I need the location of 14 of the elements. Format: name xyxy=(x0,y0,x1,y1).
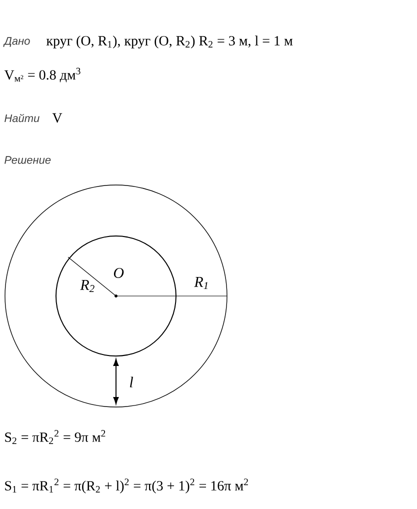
point-label: O xyxy=(114,268,124,278)
formula-text: S$_{2}$ = πR$_{2}$$^{2}$ = 9π м$^{2}$ xyxy=(5,430,106,444)
given-text: круг (O, R$_{1}$), круг (O, R$_{2}$) R$_{2}$ = 3 м, l = 1 м xyxy=(46,36,293,48)
circle xyxy=(56,236,176,356)
heading-text: Найти xyxy=(4,114,40,122)
length-label: l xyxy=(130,376,134,388)
radius-label: R$_{2}$ xyxy=(80,280,94,292)
heading-text: Решение xyxy=(4,156,51,164)
unknown-text: V xyxy=(52,113,62,123)
formula-text: S$_{1}$ = πR$_{1}$$^{2}$ = π(R$_{2}$ + l)$^{2}$ = π(3 + 1)$^{2}$ = 16π м$^{2}$ xyxy=(5,478,248,494)
given-text: V$_{м²}$ = 0.8 дм$^{3}$ xyxy=(4,68,80,82)
radius-label: R$_{1}$ xyxy=(194,277,208,289)
circle xyxy=(4,184,228,408)
heading-text: Дано xyxy=(3,37,30,47)
